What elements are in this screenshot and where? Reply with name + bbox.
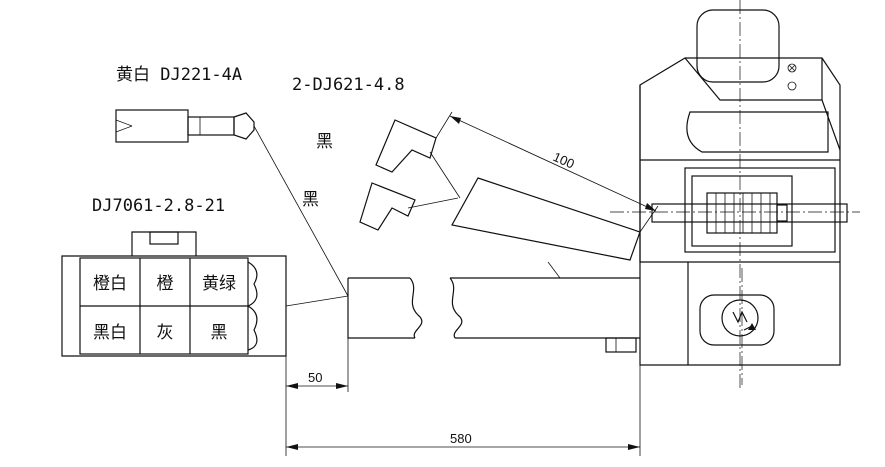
upper-wire-label: 黑 <box>316 132 333 152</box>
connector-label: 2-DJ621-4.8 <box>292 75 405 95</box>
housing-connector <box>61 231 349 357</box>
cell-r2c1: 黑白 <box>93 323 127 343</box>
angled-connector <box>359 119 641 279</box>
dim-100: 100 <box>551 149 577 172</box>
cell-r1c2: 橙 <box>157 274 174 294</box>
cell-r2c3: 黑 <box>211 323 228 343</box>
single-terminal <box>115 109 349 297</box>
dim-580: 580 <box>450 431 472 446</box>
dim-50: 50 <box>308 370 322 385</box>
cell-r1c3: 黄绿 <box>202 274 236 294</box>
terminal-label: 黄白 DJ221-4A <box>116 65 242 85</box>
lower-wire-label: 黑 <box>302 190 319 210</box>
connector-cells: 橙白 橙 黄绿 黑白 灰 黑 <box>93 274 236 343</box>
cell-r1c1: 橙白 <box>93 274 127 294</box>
switch-assembly <box>639 9 848 366</box>
dimension-lines <box>285 111 659 456</box>
housing-label: DJ7061-2.8-21 <box>92 196 225 216</box>
harness-body <box>347 277 640 353</box>
cell-r2c2: 灰 <box>157 323 174 343</box>
